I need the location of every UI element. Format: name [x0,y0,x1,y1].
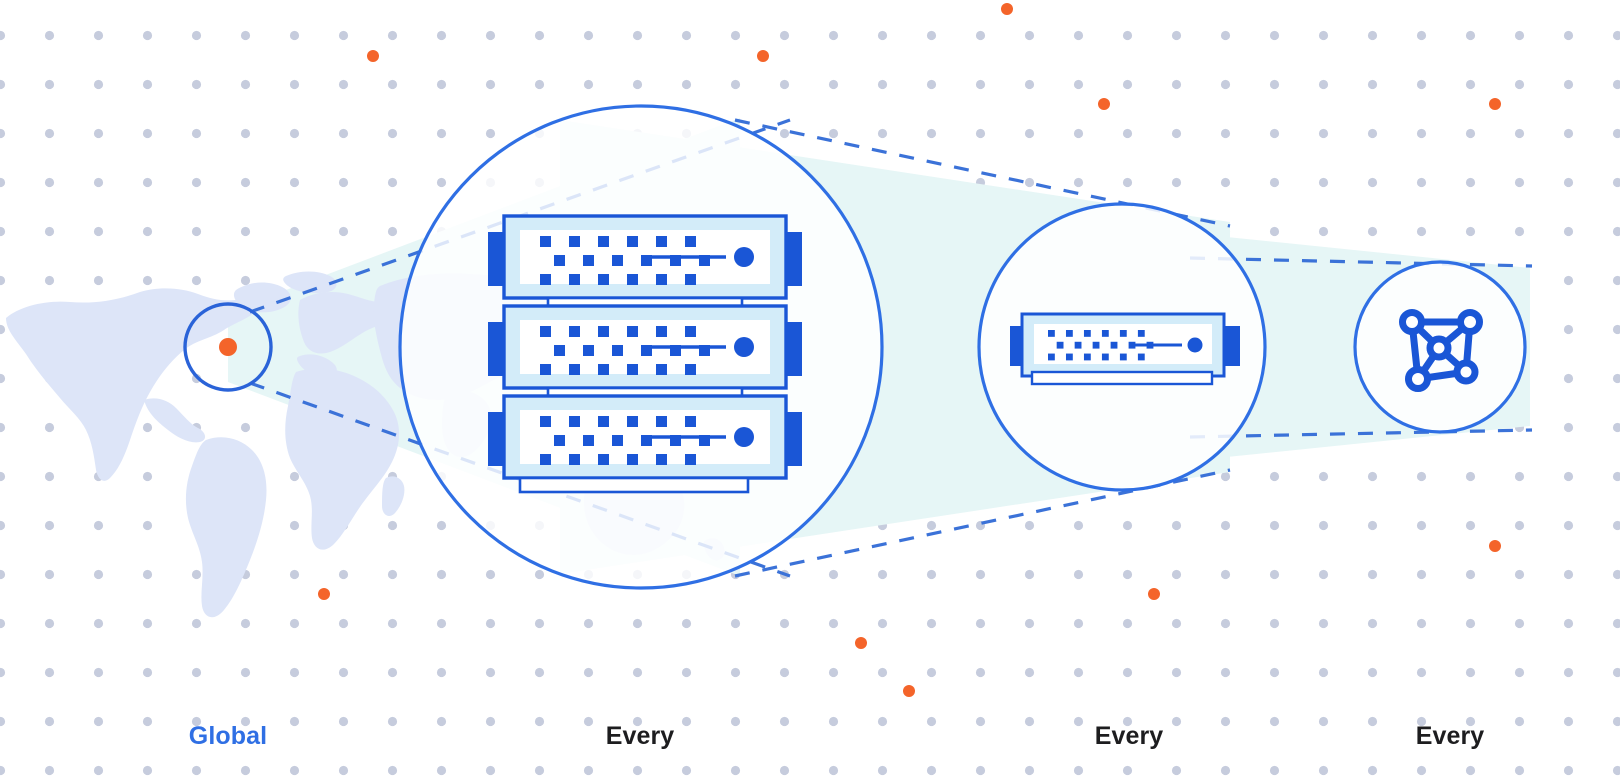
rack-base-plate [518,476,750,494]
rack-unit-2 [486,304,804,390]
status-led [734,427,754,447]
status-led [1187,337,1203,353]
mesh-node-center [1426,335,1452,361]
mesh-node-top-right [1457,309,1483,335]
mesh-node-bottom-right [1453,359,1479,385]
map-locus-marker [219,338,237,356]
rack-unit-1 [486,214,804,300]
status-led [734,247,754,267]
server-base-plate [1030,370,1214,386]
map-locus-circle [183,302,273,392]
accent-dots [318,3,1501,697]
dash-server-to-service-top [1189,256,1533,268]
status-led [734,337,754,357]
mesh-nodes [1399,309,1483,392]
server-unit [1010,312,1240,378]
dash-server-to-service-bottom [1189,428,1533,439]
mesh-node-top-left [1399,309,1425,335]
mesh-node-bottom-left [1405,366,1431,392]
rack-unit-3 [486,394,804,480]
